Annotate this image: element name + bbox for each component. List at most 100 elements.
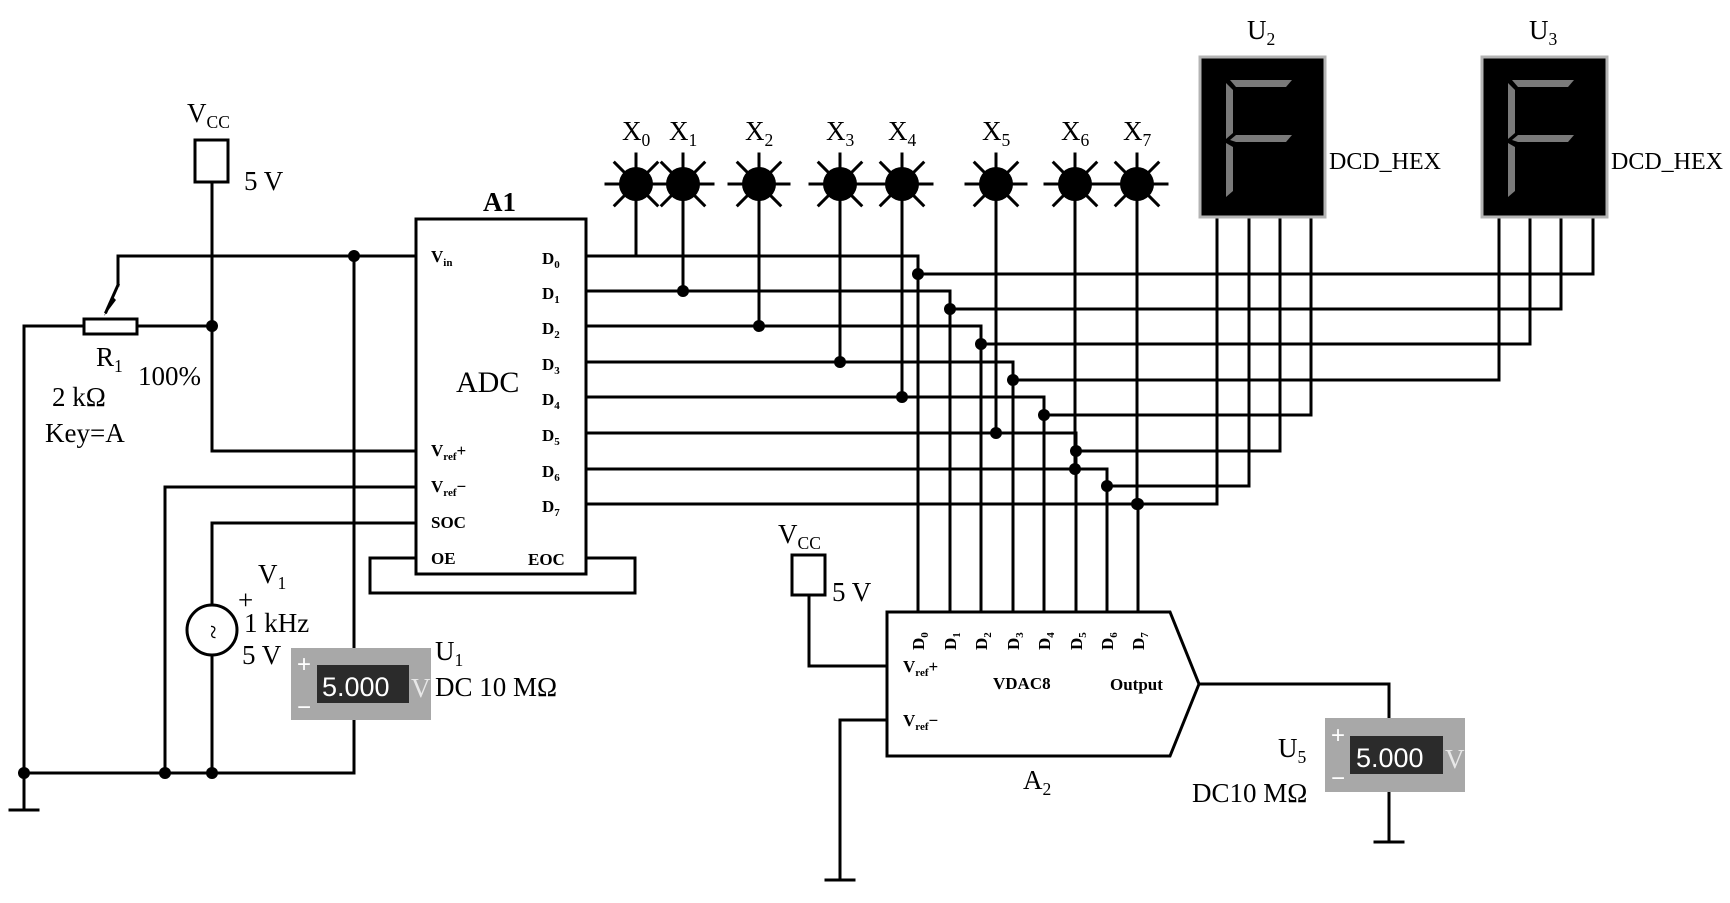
- segment-f: [1508, 83, 1515, 139]
- probe-label: X3: [826, 116, 855, 150]
- vcc-dac-label: V: [778, 519, 798, 549]
- probe-label: X7: [1123, 116, 1152, 150]
- probe-row: X0 X1 X2 X3 X4 X5 X6 X7: [604, 116, 1169, 216]
- adc-pin-d3: D3: [542, 355, 560, 377]
- probe-x5[interactable]: X5: [964, 116, 1028, 216]
- u1-mode: DC 10 MΩ: [435, 672, 557, 702]
- vcc-supply-dac[interactable]: VCC 5 V: [778, 519, 872, 607]
- segment-a: [1230, 80, 1292, 87]
- voltmeter-u1[interactable]: + − 5.000 V U1 DC 10 MΩ: [291, 636, 557, 721]
- segment-g: [1512, 135, 1574, 142]
- u5-reading: 5.000: [1356, 743, 1424, 773]
- adc-eoc-label: EOC: [528, 550, 565, 569]
- adc-pin-d4: D4: [542, 390, 560, 412]
- svg-text:Vref+: Vref+: [903, 657, 938, 679]
- junction-dot: [834, 356, 846, 368]
- probe-x6[interactable]: X6: [1043, 116, 1107, 216]
- dac-ref-label: A: [1023, 765, 1043, 795]
- u5-mode: DC10 MΩ: [1192, 778, 1307, 808]
- v1-frequency: 1 kHz: [244, 608, 309, 638]
- probe-x4[interactable]: X4: [870, 116, 934, 216]
- junction-dot: [1038, 409, 1050, 421]
- v1-label: V: [258, 559, 278, 589]
- vcc-dac-label-sub: CC: [798, 533, 821, 553]
- adc-ref-label: A1: [483, 187, 516, 217]
- probe-x7[interactable]: X7: [1105, 116, 1169, 216]
- dac-pin-d4: D4: [1035, 632, 1057, 650]
- junctions-left: [18, 250, 360, 779]
- probe-x0[interactable]: X0: [604, 116, 668, 216]
- r1-key: Key=A: [45, 418, 125, 448]
- resistor-icon: [82, 317, 139, 336]
- probe-label: X0: [622, 116, 651, 150]
- probe-label: X1: [669, 116, 697, 150]
- junction-dot: [912, 268, 924, 280]
- probe-x1[interactable]: X1: [651, 116, 715, 216]
- dac-pin-d3: D3: [1004, 632, 1026, 650]
- segment-g: [1230, 135, 1292, 142]
- vcc-supply-left[interactable]: VCC 5 V: [187, 98, 284, 196]
- probe-x2[interactable]: X2: [727, 116, 791, 216]
- hex-label: U3: [1529, 15, 1558, 49]
- r1-resistance: 2 kΩ: [52, 382, 106, 412]
- vcc-dac-terminal-icon: [790, 553, 827, 597]
- svg-text:U5: U5: [1278, 733, 1307, 767]
- svg-text:Vref−: Vref−: [903, 711, 938, 733]
- hex-type-label: DCD_HEX: [1329, 149, 1441, 175]
- voltmeter-u5[interactable]: + − 5.000 V U5 DC10 MΩ: [1192, 718, 1465, 808]
- dac-vref-minus: V: [903, 711, 916, 730]
- ac-source-v1[interactable]: ~ V1 + 1 kHz 5 V: [185, 559, 309, 670]
- adc-pin-d7: D7: [542, 497, 560, 519]
- dac-output-label: Output: [1110, 675, 1163, 694]
- junction-dot: [1007, 374, 1019, 386]
- probe-lamp-icon: [1120, 167, 1154, 201]
- dac-ref-label-sub: 2: [1043, 779, 1052, 799]
- u5-plus-terminal: +: [1331, 722, 1345, 749]
- adc-pin-d1: D1: [542, 284, 560, 306]
- sine-symbol-icon: ~: [199, 625, 228, 639]
- u5-minus-terminal: −: [1331, 765, 1345, 792]
- dac-title: VDAC8: [993, 674, 1051, 693]
- probe-lamp-icon: [979, 167, 1013, 201]
- adc-title: ADC: [456, 366, 519, 399]
- dac-pin-d5: D5: [1067, 632, 1089, 650]
- potentiometer-r1[interactable]: R1 2 kΩ Key=A 100%: [45, 283, 201, 448]
- hex-type-label: DCD_HEX: [1611, 149, 1723, 175]
- svg-text:VCC: VCC: [778, 519, 821, 553]
- probe-label: X2: [745, 116, 773, 150]
- adc-body: [414, 217, 588, 576]
- dac-pin-d1: D1: [941, 632, 963, 650]
- probe-lamp-icon: [619, 167, 653, 201]
- r1-label: R: [96, 342, 114, 372]
- dac-pin-d7: D7: [1129, 632, 1151, 650]
- svg-text:A2: A2: [1023, 765, 1051, 799]
- dac-wires: [807, 593, 1405, 882]
- svg-text:R1: R1: [96, 342, 123, 376]
- probe-x3[interactable]: X3: [808, 116, 872, 216]
- adc-pin-left: SOC: [431, 513, 466, 532]
- u1-label-sub: 1: [455, 650, 464, 670]
- probe-lamp-icon: [666, 167, 700, 201]
- v1-polarity: +: [238, 585, 253, 615]
- probe-label: X4: [888, 116, 917, 150]
- u1-reading: 5.000: [322, 672, 390, 702]
- v1-label-sub: 1: [278, 573, 287, 593]
- segment-f: [1226, 83, 1233, 139]
- v1-amplitude: 5 V: [242, 640, 282, 670]
- probe-label: X6: [1061, 116, 1090, 150]
- adc-pin-left: Vref−: [431, 477, 466, 499]
- r1-label-sub: 1: [114, 356, 123, 376]
- dac-body: [885, 610, 1201, 758]
- ac-source-icon: [185, 603, 239, 657]
- segment-e: [1508, 143, 1515, 197]
- vcc-left-label: V: [187, 98, 207, 128]
- svg-text:VCC: VCC: [187, 98, 230, 132]
- junction-dot: [975, 338, 987, 350]
- junction-dot: [753, 320, 765, 332]
- junction-dot: [896, 391, 908, 403]
